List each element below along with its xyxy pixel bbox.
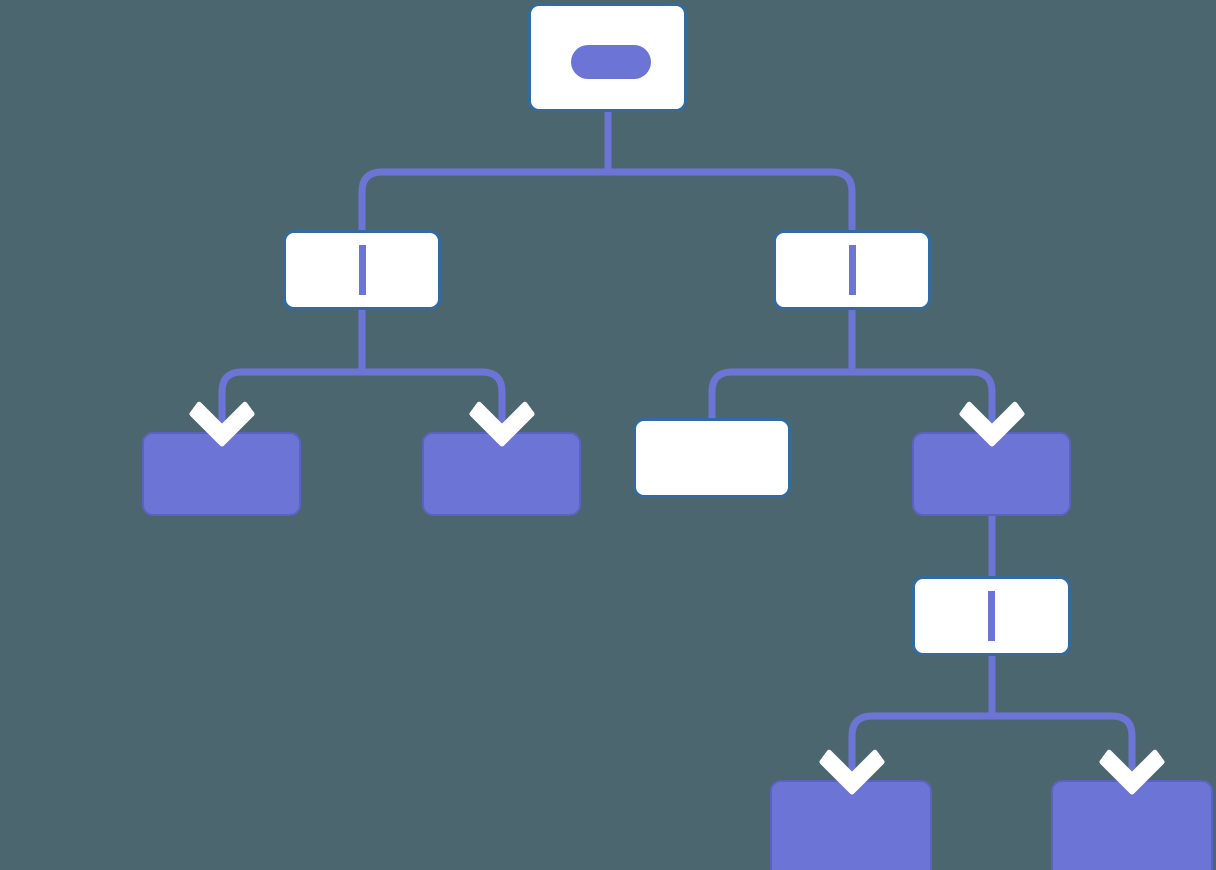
node-l3-b[interactable] <box>422 432 581 516</box>
node-inner-connector-line <box>988 591 995 641</box>
node-l5-a[interactable] <box>770 780 932 870</box>
node-l5-b[interactable] <box>1051 780 1213 870</box>
node-l3-d[interactable] <box>912 432 1071 516</box>
node-l3-c[interactable] <box>633 418 791 498</box>
node-root[interactable] <box>528 3 687 112</box>
node-inner-connector-line <box>848 245 856 295</box>
node-pill-badge <box>571 45 651 79</box>
node-inner-connector-line <box>358 245 366 295</box>
node-l2-right[interactable] <box>773 230 931 310</box>
node-l3-a[interactable] <box>142 432 301 516</box>
node-l2-left[interactable] <box>283 230 441 310</box>
node-l4[interactable] <box>912 576 1071 656</box>
